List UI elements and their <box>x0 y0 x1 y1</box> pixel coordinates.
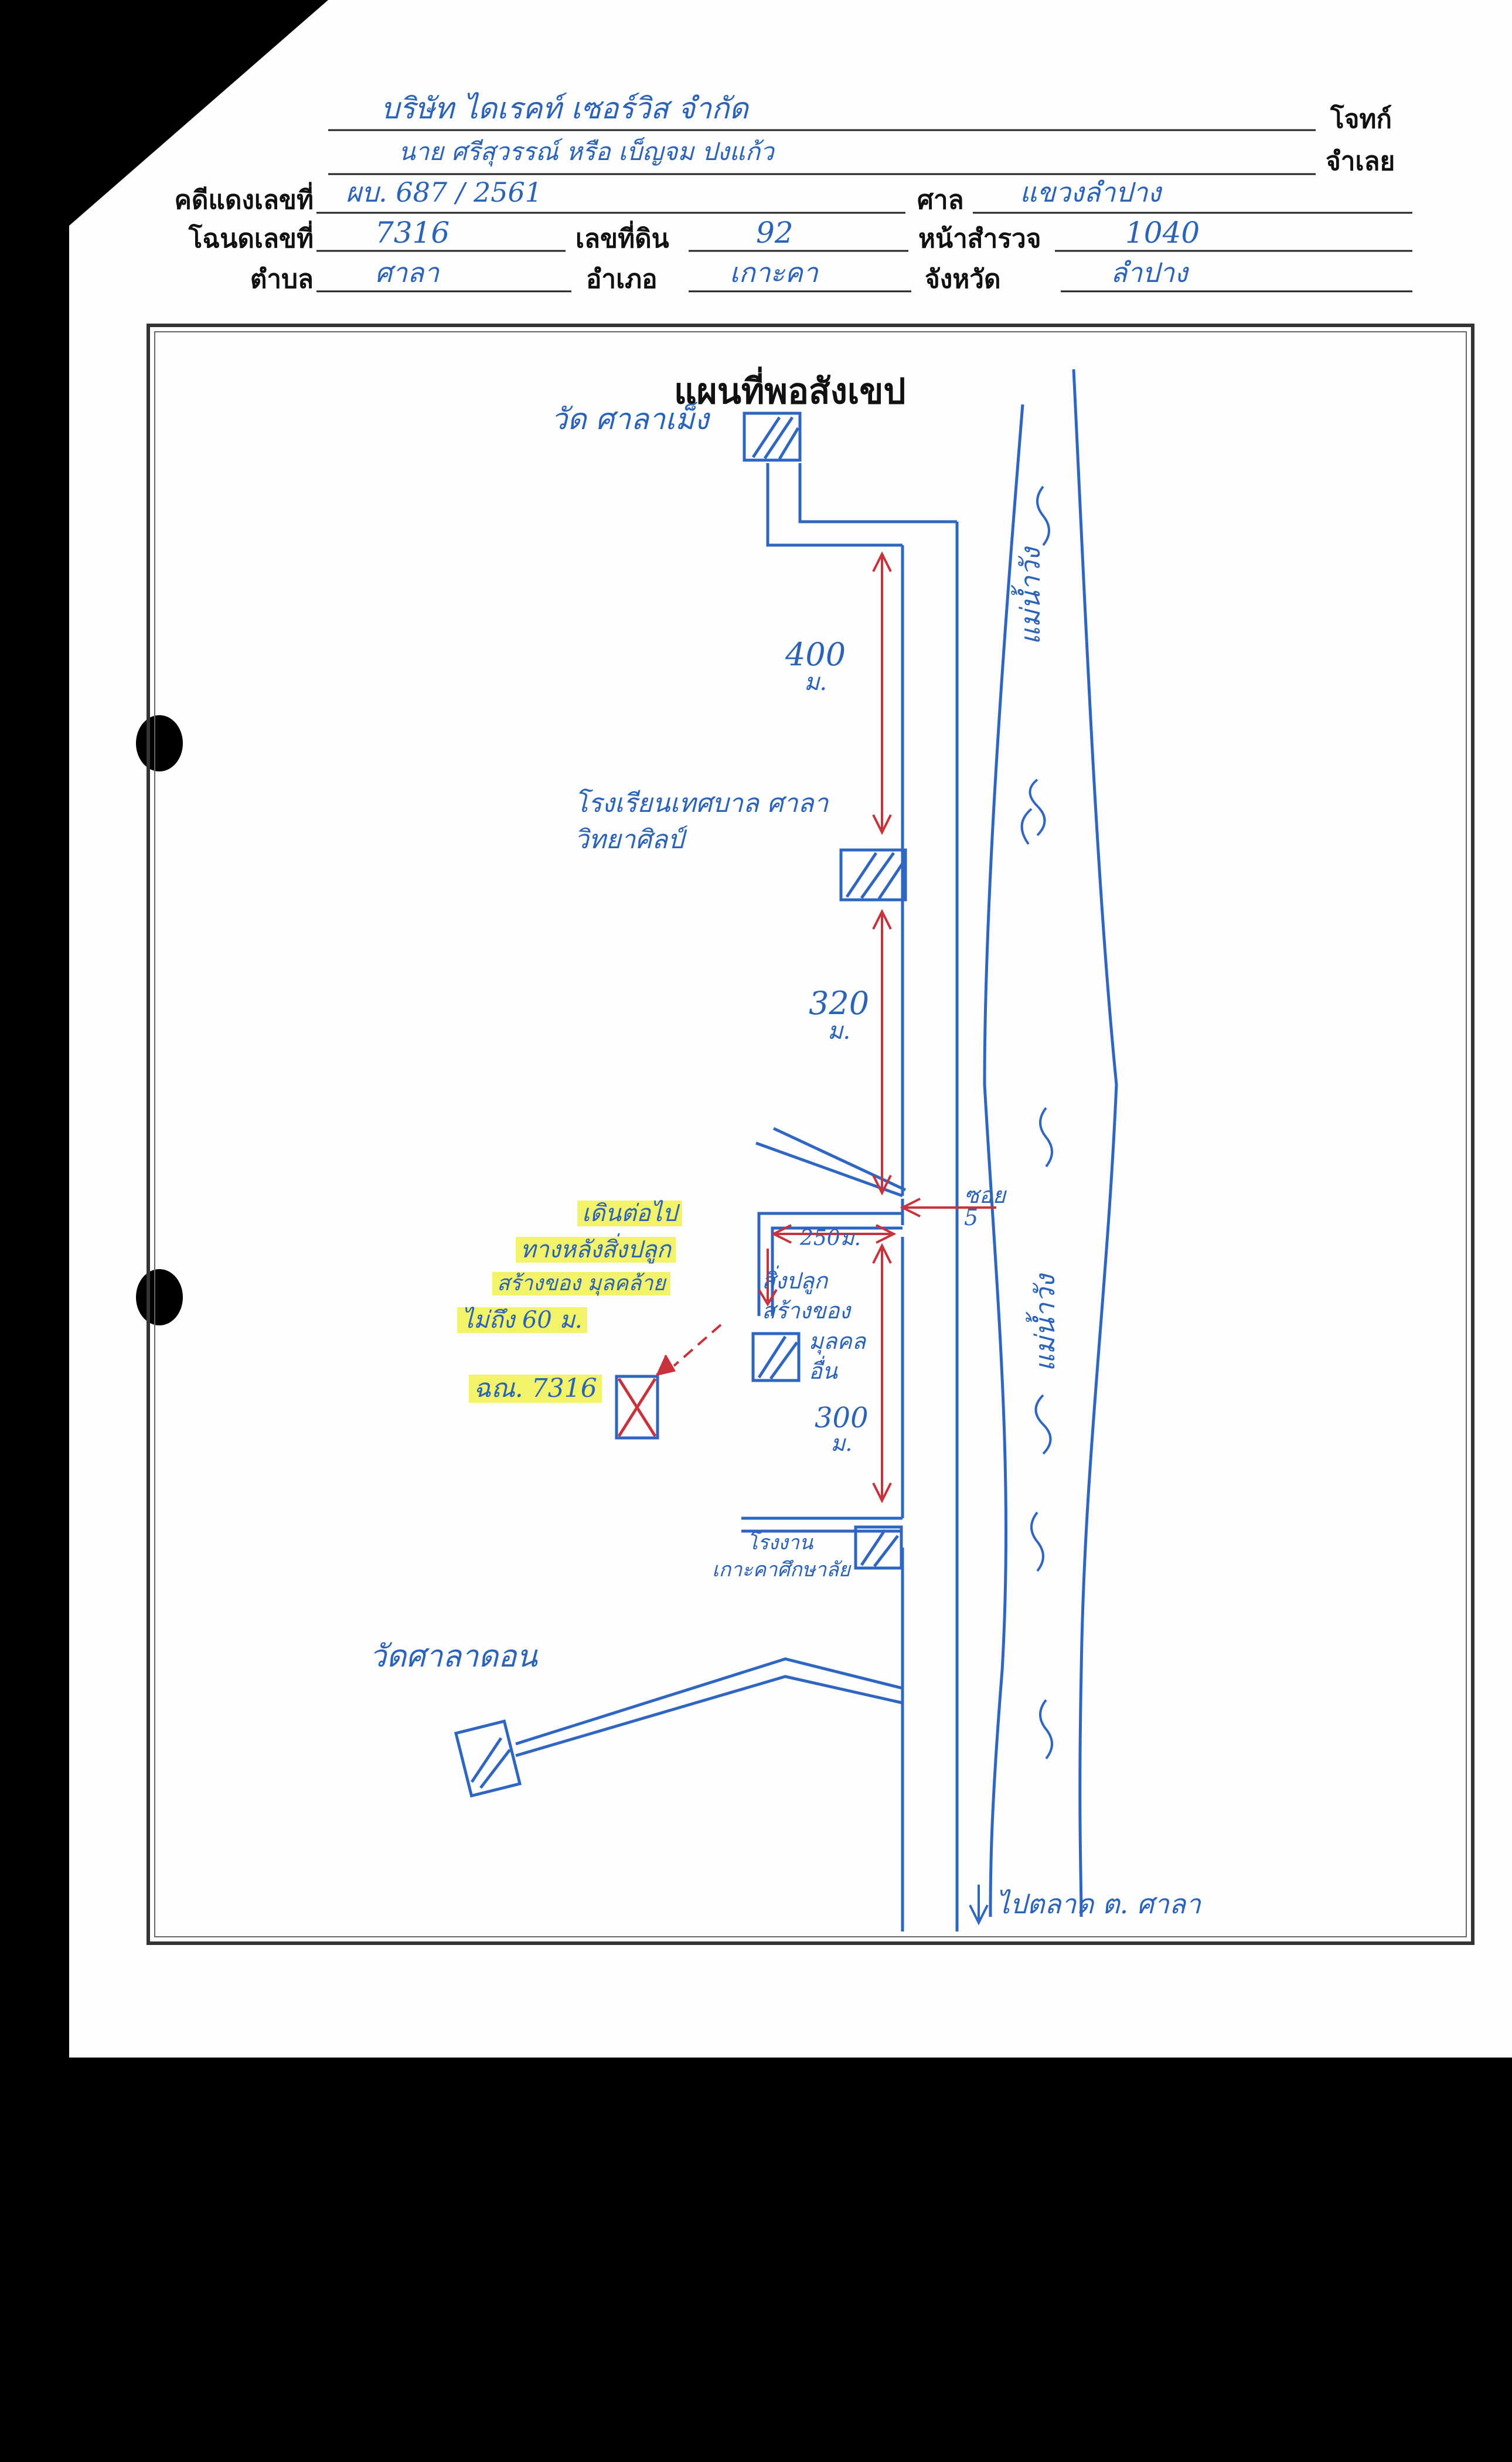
tambon-label: ตำบล <box>250 264 314 294</box>
land-no-label: เลขที่ดิน <box>575 224 669 254</box>
land-no-value: 92 <box>756 216 794 250</box>
river-waves <box>1020 485 1053 1760</box>
distance-320: 320 ม. <box>809 988 869 1043</box>
note-line-4: ไม่ถึง 60 ม. <box>457 1307 587 1333</box>
amphoe-value: เกาะคา <box>730 257 818 288</box>
soi-label: ซอย 5 <box>964 1182 1006 1230</box>
case-no-value: ผบ. 687 / 2561 <box>346 176 543 208</box>
plaintiff-label: โจทก์ <box>1330 104 1392 134</box>
school-label: โรงเรียนเทศบาล ศาลาวิทยาศิลป์ <box>574 788 829 855</box>
header-underlines <box>316 129 1412 293</box>
survey-page-value: 1040 <box>1125 216 1200 250</box>
to-market-label: ไปตลาด ต. ศาลา <box>996 1888 1201 1920</box>
temple-bottom-label: วัดศาลาดอน <box>369 1639 537 1674</box>
deed-no-value: 7316 <box>375 216 450 250</box>
note-line-2: ทางหลังสิ่งปลูก <box>516 1237 676 1263</box>
note-line-3: สร้างของ มุลคล้าย <box>492 1272 670 1295</box>
province-value: ลำปาง <box>1111 257 1188 288</box>
distance-300-unit: ม. <box>830 1430 853 1456</box>
building-label: สิ่งปลูก สร้างของ มุลคล อื่น <box>762 1266 866 1386</box>
deed-marker-label: ฉณ. 7316 <box>469 1375 602 1403</box>
office-label: โรงงาน เกาะคาศึกษาลัย <box>712 1530 850 1584</box>
map-title: แผนที่พอสังเขป <box>674 371 906 412</box>
note-line-1: เดินต่อไป <box>577 1201 682 1226</box>
distance-250: 250ม. <box>800 1226 861 1250</box>
map-frame-inner <box>154 331 1467 1937</box>
building-label-line-4: อื่น <box>809 1358 837 1384</box>
building-markers <box>454 412 907 1798</box>
building-label-line-2: สร้างของ <box>762 1298 850 1324</box>
river-label-top: แม่น้ำวัง <box>1014 548 1046 645</box>
map-frame-outer <box>147 324 1474 1945</box>
distance-arrows <box>656 551 996 1504</box>
distance-300: 300 ม. <box>815 1404 869 1454</box>
province-label: จังหวัด <box>925 264 1001 294</box>
distance-300-value: 300 <box>815 1402 869 1434</box>
survey-page-label: หน้าสำรวจ <box>918 224 1041 254</box>
distance-320-value: 320 <box>809 985 870 1022</box>
office-label-line-1: โรงงาน <box>747 1531 813 1555</box>
tambon-value: ศาลา <box>375 257 440 288</box>
building-label-line-3: มุลคล <box>809 1328 866 1354</box>
amphoe-label: อำเภอ <box>586 264 658 294</box>
south-arrow <box>969 1885 989 1926</box>
river-label-bottom: แม่น้ำวัง <box>1029 1274 1061 1372</box>
distance-320-unit: ม. <box>827 1018 851 1045</box>
river-bank-left <box>983 404 1024 1917</box>
temple-top-label: วัด ศาลาเม็ง <box>551 402 709 436</box>
case-no-label: คดีแดงเลขที่ <box>174 185 314 215</box>
plaintiff-name: บริษัท ไดเรคท์ เซอร์วิส จำกัด <box>381 91 748 125</box>
defendant-name: นาย ศรีสุวรรณ์ หรือ เบ็ญจม ปงแก้ว <box>399 137 774 166</box>
punch-hole-bottom <box>136 1269 183 1325</box>
paper-sheet <box>69 0 1512 2058</box>
court-label: ศาล <box>917 185 964 215</box>
river-bank-right <box>1072 369 1118 1917</box>
distance-400: 400 ม. <box>785 636 846 696</box>
distance-400-unit: ม. <box>803 669 827 696</box>
building-label-line-1: สิ่งปลูก <box>762 1268 828 1294</box>
court-value: แขวงลำปาง <box>1020 176 1161 208</box>
main-road <box>515 463 959 1931</box>
deed-no-label: โฉนดเลขที่ <box>188 224 314 254</box>
target-plot-marker <box>615 1375 659 1440</box>
punch-hole-top <box>136 715 183 771</box>
office-label-line-2: เกาะคาศึกษาลัย <box>712 1558 850 1582</box>
distance-400-value: 400 <box>785 636 846 673</box>
defendant-label: จำเลย <box>1326 147 1395 176</box>
